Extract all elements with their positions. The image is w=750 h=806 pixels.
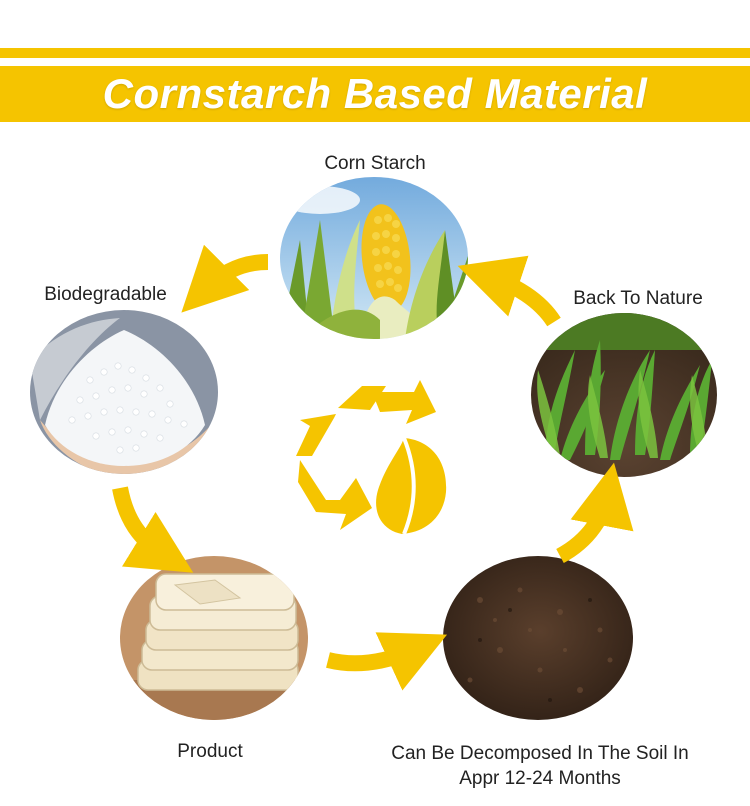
stage-label-biodegradable: Biodegradable xyxy=(44,284,167,305)
cycle-arrows xyxy=(112,244,634,691)
arrow-bio-to-product xyxy=(112,486,194,573)
stage-label-back-to-nature: Back To Nature xyxy=(573,288,703,309)
arrow-product-to-soil xyxy=(326,632,448,691)
stage-label-soil: Can Be Decomposed In The Soil In Appr 12… xyxy=(391,743,689,789)
seedlings-image xyxy=(531,313,717,477)
soil-image xyxy=(443,556,633,720)
recycle-leaf-icon xyxy=(296,380,447,535)
containers-image xyxy=(120,556,308,720)
pellets-image xyxy=(30,310,218,474)
stage-label-corn-starch: Corn Starch xyxy=(324,153,426,174)
header-stripe xyxy=(0,48,750,58)
arrow-corn-to-bio xyxy=(181,244,269,313)
page-title: Cornstarch Based Material xyxy=(102,70,648,117)
corn-image xyxy=(280,177,468,339)
stage-label-product: Product xyxy=(177,741,243,762)
arrow-soil-to-nature xyxy=(556,462,634,564)
header-banner xyxy=(0,66,750,122)
arrow-nature-to-corn xyxy=(457,255,561,327)
